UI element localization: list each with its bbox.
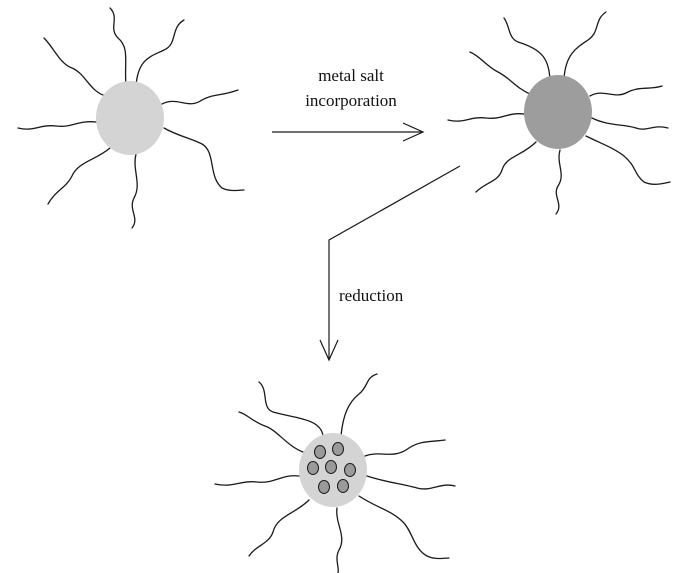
nanoparticle [308,462,319,475]
nanoparticle [333,443,344,456]
nanoparticle [338,480,349,493]
micelle-with-nanoparticles [215,374,455,573]
label-reduction: reduction [339,286,404,305]
nanoparticle [326,461,337,474]
nanoparticle [315,446,326,459]
micelle-loaded [448,12,670,214]
nanoparticle [345,464,356,477]
label-incorporation: incorporation [305,91,397,110]
micelle-empty [18,8,244,228]
label-metal-salt: metal salt [318,66,384,85]
arrow-reduction [320,166,460,360]
arrow-metal-salt-incorporation [272,123,423,141]
micelle-core-loaded [524,75,592,149]
micelle-core [96,81,164,155]
nanoparticle [319,481,330,494]
